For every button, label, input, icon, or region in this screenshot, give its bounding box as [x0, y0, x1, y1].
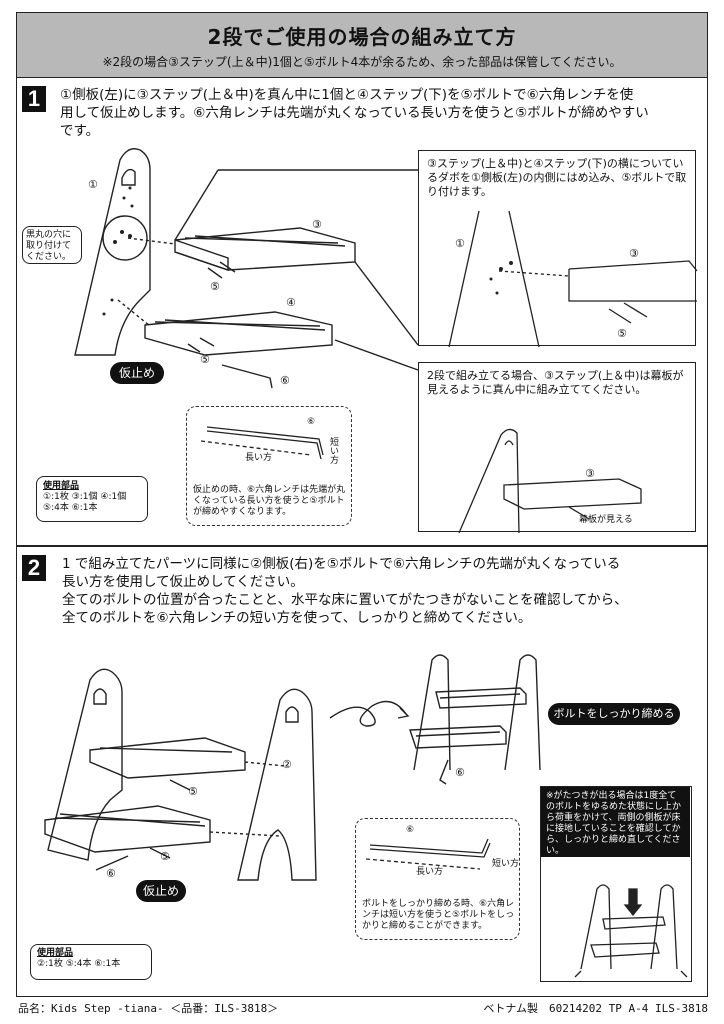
- detail1-label-5: ⑤: [617, 327, 627, 340]
- title-bar: 2段でご使用の場合の組み立て方 ※2段の場合③ステップ(上＆中)1個と⑤ボルト4…: [17, 13, 707, 78]
- footer-product-name: 品名：Kids Step -tiana- ＜品番：ILS-3818＞: [18, 1002, 279, 1015]
- detail1-label-1: ①: [455, 237, 465, 250]
- warning-text: ※がたつきが出る場合は1度全てのボルトをゆるめた状態にし上から荷重をかけて、両側…: [541, 787, 690, 857]
- detail-box-dowel-text: ③ステップ(上＆中)と④ステップ(下)の横についているダボを①側板(左)の内側に…: [427, 157, 687, 198]
- detail2-label-3: ③: [585, 467, 595, 480]
- wrench-detail-box-1: ⑥ 長い方 短い方 仮止めの時、⑥六角レンチは先端が丸くなっている長い方を使うと…: [186, 406, 352, 526]
- step2-line-1: 1 で組み立てたパーツに同様に②側板(右)を⑤ボルトで⑥六角レンチの先端が丸くな…: [62, 556, 621, 572]
- page-subtitle: ※2段の場合③ステップ(上＆中)1個と⑤ボルト4本が余るため、余った部品は保管し…: [102, 55, 622, 69]
- parts-title-2: 使用部品: [37, 948, 74, 958]
- wrench-note-1: 仮止めの時、⑥六角レンチは先端が丸くなっている長い方を使うと⑤ボルトが締めやすく…: [193, 485, 346, 517]
- warning-box: ※がたつきが出る場合は1度全てのボルトをゆるめた状態にし上から荷重をかけて、両側…: [540, 786, 692, 982]
- wrench-detail-box-2: ⑥ 長い方 短い方 ボルトをしっかり締める時、⑥六角レンチは短い方を使うと⑤ボル…: [355, 818, 520, 940]
- black-hole-callout: 黒丸の穴に取り付けてください。: [22, 226, 82, 264]
- wrench2-long-label: 長い方: [416, 867, 444, 877]
- label-part-4: ④: [286, 296, 296, 309]
- wrench-note-2: ボルトをしっかり締める時、⑥六角レンチは短い方を使うと⑤ボルトをしっかりと締める…: [362, 899, 515, 931]
- footer-product-code: ベトナム製 60214202 TP A-4 ILS-3818: [483, 1002, 708, 1015]
- step-number-2: 2: [22, 555, 46, 581]
- parts-box-1: 使用部品 ①:1枚 ③:1個 ④:1個 ⑤:4本 ⑥:1本: [36, 476, 148, 522]
- detail-box-makuita: 2段で組み立てる場合、③ステップ(上＆中)は幕板が見えるように真ん中に組み立てて…: [418, 362, 696, 534]
- hex-wrench-drawing: [221, 364, 273, 389]
- label-part-3: ③: [312, 218, 322, 231]
- handle-hole: [121, 168, 136, 186]
- parts-title-1: 使用部品: [43, 481, 80, 491]
- section-separator: [17, 545, 707, 547]
- wrench-label-6: ⑥: [307, 417, 316, 427]
- step2-label-part-5-upper: ⑤: [188, 785, 198, 798]
- step2-line-4: 全てのボルトを⑥六角レンチの短い方を使って、しっかりと締めてください。: [62, 610, 532, 626]
- label-part-1: ①: [88, 178, 98, 191]
- step2-line-2: 長い方を使用して仮止めしてください。: [62, 574, 304, 590]
- detail-box-makuita-text: 2段で組み立てる場合、③ステップ(上＆中)は幕板が見えるように真ん中に組み立てて…: [427, 369, 684, 396]
- karidome-tag-1: 仮止め: [110, 362, 164, 384]
- page-title: 2段でご使用の場合の組み立て方: [207, 25, 517, 49]
- makuita-label: 幕板が見える: [579, 515, 633, 525]
- page-frame: [16, 12, 708, 997]
- step2-label-part-6: ⑥: [106, 867, 116, 880]
- side-panel-left: [74, 148, 151, 356]
- detail-box-dowel: ③ステップ(上＆中)と④ステップ(下)の横についているダボを①側板(左)の内側に…: [418, 150, 698, 348]
- step1-line-2: 用して仮止めします。⑥六角レンチは先端が丸くなっている長い方を使うと⑤ボルトが締…: [60, 105, 649, 121]
- step1-line-3: です。: [60, 123, 100, 139]
- magnifier-circle: [102, 215, 148, 261]
- step2-instructions: 1 で組み立てたパーツに同様に②側板(右)を⑤ボルトで⑥六角レンチの先端が丸くな…: [62, 555, 702, 627]
- wrench-short-label: 短い方: [328, 437, 338, 464]
- step4-board: [144, 311, 333, 356]
- parts-box-2: 使用部品 ②:1枚 ⑤:4本 ⑥:1本: [30, 944, 152, 980]
- step-number-1: 1: [22, 86, 46, 112]
- step2-label-part-5-lower: ⑤: [160, 850, 170, 863]
- wrench2-short-label: 短い方: [492, 859, 520, 869]
- step2-line-3: 全てのボルトの位置が合ったことと、水平な床に置いてがたつきがないことを確認してか…: [62, 592, 628, 608]
- label-part-5-upper: ⑤: [210, 280, 220, 293]
- step2-label-part-6-assembled: ⑥: [455, 766, 465, 779]
- wrench2-label-6: ⑥: [406, 825, 415, 835]
- parts-line-1a: ①:1枚 ③:1個 ④:1個: [43, 492, 127, 502]
- tighten-bolts-tag: ボルトをしっかり締める: [548, 703, 680, 725]
- step1-line-1: ①側板(左)に③ステップ(上＆中)を真ん中に1個と④ステップ(下)を⑤ボルトで⑥…: [60, 87, 634, 103]
- label-part-5-lower: ⑤: [200, 353, 210, 366]
- parts-line-2a: ②:1枚 ⑤:4本 ⑥:1本: [37, 959, 121, 969]
- parts-line-1b: ⑤:4本 ⑥:1本: [43, 503, 98, 513]
- karidome-tag-2: 仮止め: [136, 880, 186, 902]
- step2-label-part-2: ②: [282, 758, 292, 771]
- label-part-6: ⑥: [280, 374, 290, 387]
- wrench-long-label: 長い方: [245, 453, 273, 463]
- detail1-label-3: ③: [629, 247, 639, 260]
- step1-instructions: ①側板(左)に③ステップ(上＆中)を真ん中に1個と④ステップ(下)を⑤ボルトで⑥…: [60, 86, 700, 140]
